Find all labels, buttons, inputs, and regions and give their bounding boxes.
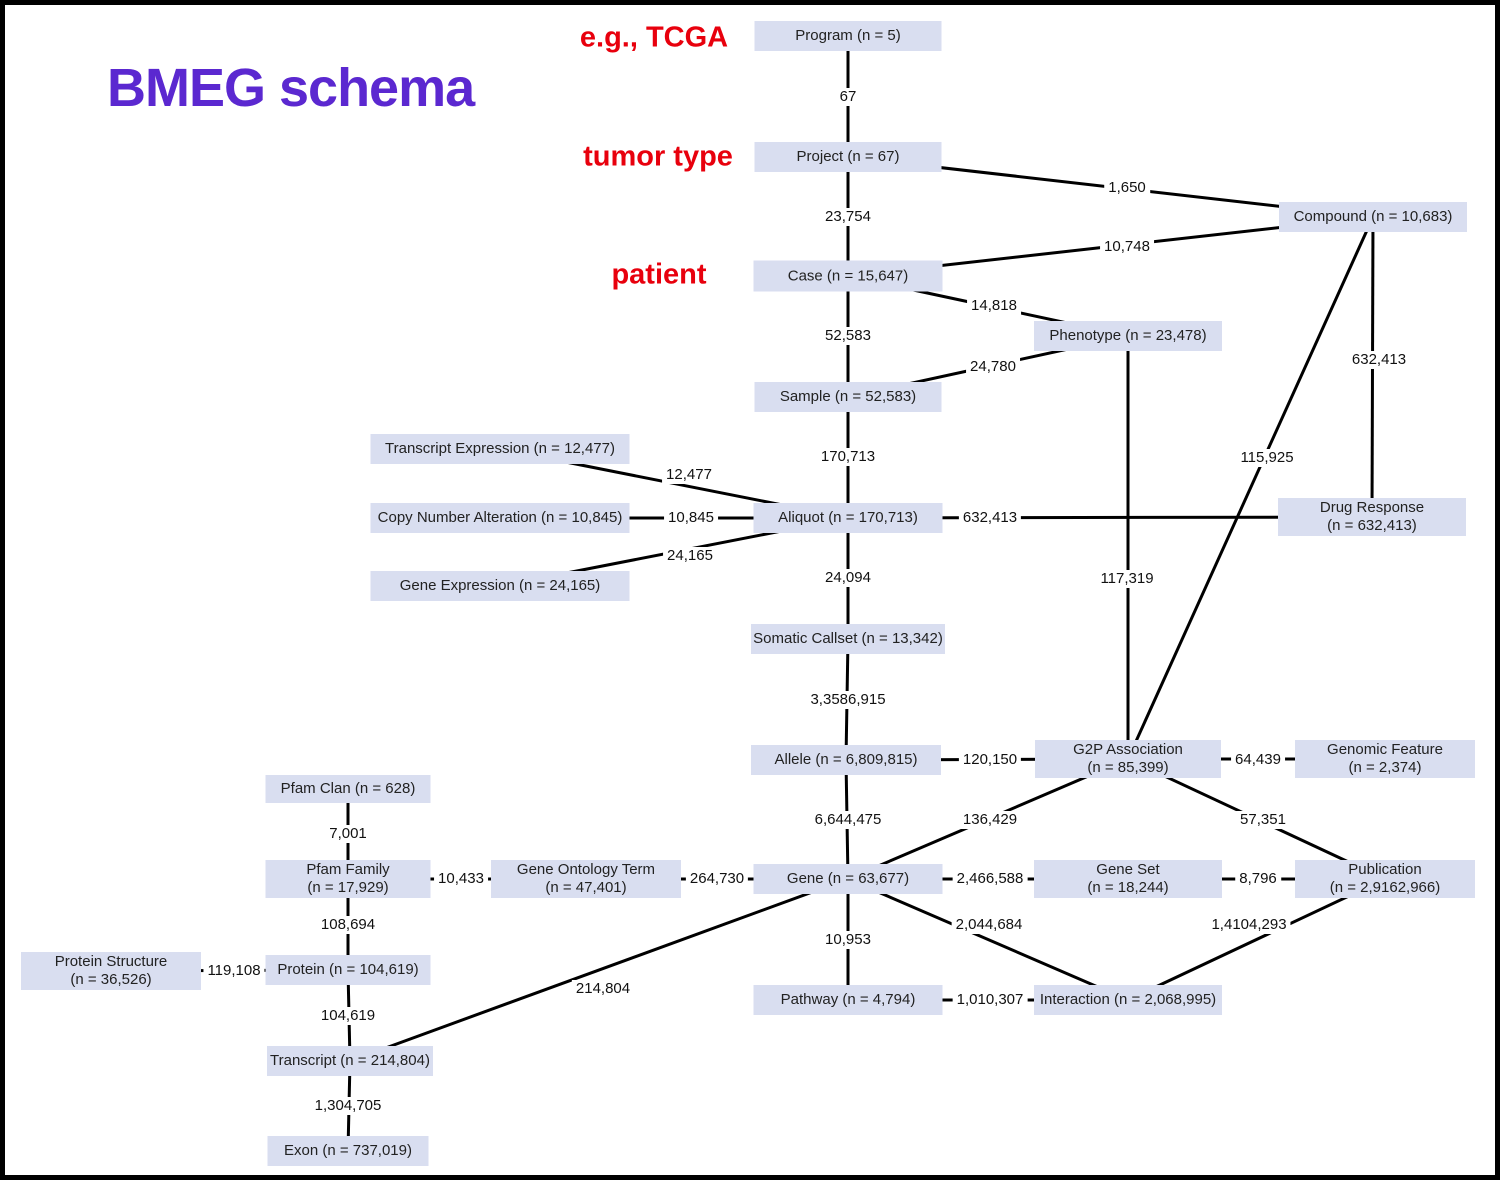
node-pfam-family: Pfam Family (n = 17,929) [265,860,431,898]
node-genomic-feature: Genomic Feature (n = 2,374) [1295,740,1475,778]
edge-label-gene--pathway: 10,953 [821,931,875,949]
edge-label-gene-expression--aliquot: 24,165 [663,547,717,565]
node-pfam-clan: Pfam Clan (n = 628) [265,775,431,803]
edge-label-aliquot--somatic-callset: 24,094 [821,569,875,587]
node-aliquot: Aliquot (n = 170,713) [753,503,943,533]
node-case: Case (n = 15,647) [753,260,943,292]
edge-label-g2p-association--genomic-feature: 64,439 [1231,751,1285,769]
edge-label-case--compound: 10,748 [1100,238,1154,256]
node-transcript-expression: Transcript Expression (n = 12,477) [370,434,630,464]
node-interaction: Interaction (n = 2,068,995) [1034,985,1222,1015]
node-pathway: Pathway (n = 4,794) [753,985,943,1015]
edge-label-gene--gene-set: 2,466,588 [952,870,1028,888]
node-gene: Gene (n = 63,677) [753,864,943,894]
edge-compound--g2p-association [1126,216,1375,760]
edge-label-gene-set--publication: 8,796 [1235,870,1281,888]
edge-label-program--project: 67 [835,88,861,106]
node-phenotype: Phenotype (n = 23,478) [1034,321,1222,351]
edge-gene--interaction [847,877,1129,1002]
edge-label-project--compound: 1,650 [1104,179,1150,197]
edge-label-pathway--interaction: 1,010,307 [952,991,1028,1009]
node-copy-number-alteration: Copy Number Alteration (n = 10,845) [370,503,630,533]
node-drug-response: Drug Response (n = 632,413) [1278,498,1466,536]
node-protein-structure: Protein Structure (n = 36,526) [21,952,201,990]
node-gene-ontology-term: Gene Ontology Term (n = 47,401) [491,860,681,898]
node-g2p-association: G2P Association (n = 85,399) [1035,740,1221,778]
node-allele: Allele (n = 6,809,815) [751,745,941,775]
node-compound: Compound (n = 10,683) [1279,202,1467,232]
node-project: Project (n = 67) [754,142,942,172]
node-gene-expression: Gene Expression (n = 24,165) [370,571,630,601]
annotation-tcga: e.g., TCGA [579,21,729,54]
edge-label-transcript--gene: 214,804 [571,980,635,998]
node-gene-set: Gene Set (n = 18,244) [1034,860,1222,898]
edge-label-protein-structure--protein: 119,108 [203,962,265,980]
edge-label-interaction--publication: 1,4104,293 [1207,916,1291,934]
edge-label-pfam-family--gene-ontology-term: 10,433 [434,870,488,888]
node-exon: Exon (n = 737,019) [267,1136,429,1166]
edge-label-g2p-association--gene: 136,429 [958,811,1022,829]
annotation-patient: patient [611,258,707,291]
node-sample: Sample (n = 52,583) [754,382,942,412]
node-program: Program (n = 5) [754,21,942,51]
edge-interaction--publication [1127,877,1386,1002]
edge-label-sample--aliquot: 170,713 [816,448,880,466]
edge-label-allele--g2p-association: 120,150 [958,751,1022,769]
edge-label-gene-ontology-term--gene: 264,730 [685,870,749,888]
edge-label-copy-number-alteration--aliquot: 10,845 [664,509,718,527]
edge-label-sample--phenotype: 24,780 [966,358,1020,376]
edge-label-allele--gene: 6,644,475 [810,811,886,829]
edge-label-case--phenotype: 14,818 [967,297,1021,315]
edge-label-phenotype--g2p-association: 117,319 [1096,570,1158,588]
edge-label-case--sample: 52,583 [821,327,875,345]
edge-label-g2p-association--publication: 57,351 [1236,811,1290,829]
edge-label-pfam-family--protein: 108,694 [316,916,380,934]
edge-lines-layer [110,36,1386,1152]
page-title: BMEG schema [107,58,475,118]
edge-label-compound--drug-response: 632,413 [1347,351,1411,369]
edge-label-somatic-callset--allele: 3,3586,915 [806,691,890,709]
annotation-tumor-type: tumor type [583,140,733,173]
edge-label-transcript-expression--aliquot: 12,477 [662,466,716,484]
edge-label-transcript--exon: 1,304,705 [310,1097,386,1115]
node-transcript: Transcript (n = 214,804) [267,1046,433,1076]
node-protein: Protein (n = 104,619) [265,955,431,985]
edge-label-compound--g2p-association: 115,925 [1236,449,1298,467]
edge-label-protein--transcript: 104,619 [316,1007,380,1025]
edge-label-aliquot--drug-response: 632,413 [958,509,1022,527]
edge-label-project--case: 23,754 [821,208,875,226]
edge-label-gene--interaction: 2,044,684 [951,916,1027,934]
edge-transcript--gene [349,877,849,1063]
node-somatic-callset: Somatic Callset (n = 13,342) [751,624,945,654]
edge-label-pfam-clan--pfam-family: 7,001 [325,825,371,843]
node-publication: Publication (n = 2,9162,966) [1295,860,1475,898]
